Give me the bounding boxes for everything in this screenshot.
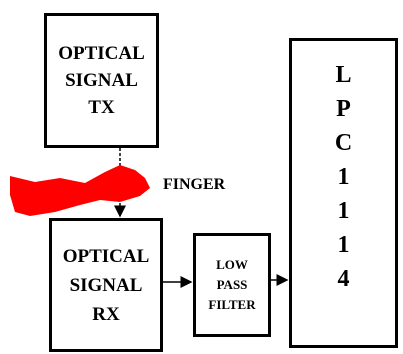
block-label-line: OPTICAL [62,245,150,267]
block-label-char: 1 [337,198,350,224]
block-label-line: RX [92,303,120,325]
optical-signal-tx-block: OPTICAL SIGNAL TX [44,13,159,148]
block-label-line: OPTICAL [58,43,145,64]
low-pass-filter-block: LOW PASS FILTER [193,233,271,337]
finger-shape [10,165,150,216]
block-label-char: L [335,62,352,88]
block-label-char: P [336,96,351,122]
finger-label: FINGER [163,176,226,193]
block-label-line: SIGNAL [65,70,138,91]
lpc1114-microcontroller-block: L P C 1 1 1 4 [289,38,398,348]
block-label-line: TX [88,97,115,118]
block-label-char: C [334,130,353,156]
block-label-line: SIGNAL [69,274,143,296]
block-label-line: LOW [216,257,248,272]
block-label-char: 4 [337,266,350,292]
optical-signal-rx-block: OPTICAL SIGNAL RX [49,218,163,352]
block-label-line: FILTER [208,297,256,312]
block-label-line: PASS [216,277,248,292]
block-label-char: 1 [337,232,350,258]
block-label-char: 1 [337,164,350,190]
